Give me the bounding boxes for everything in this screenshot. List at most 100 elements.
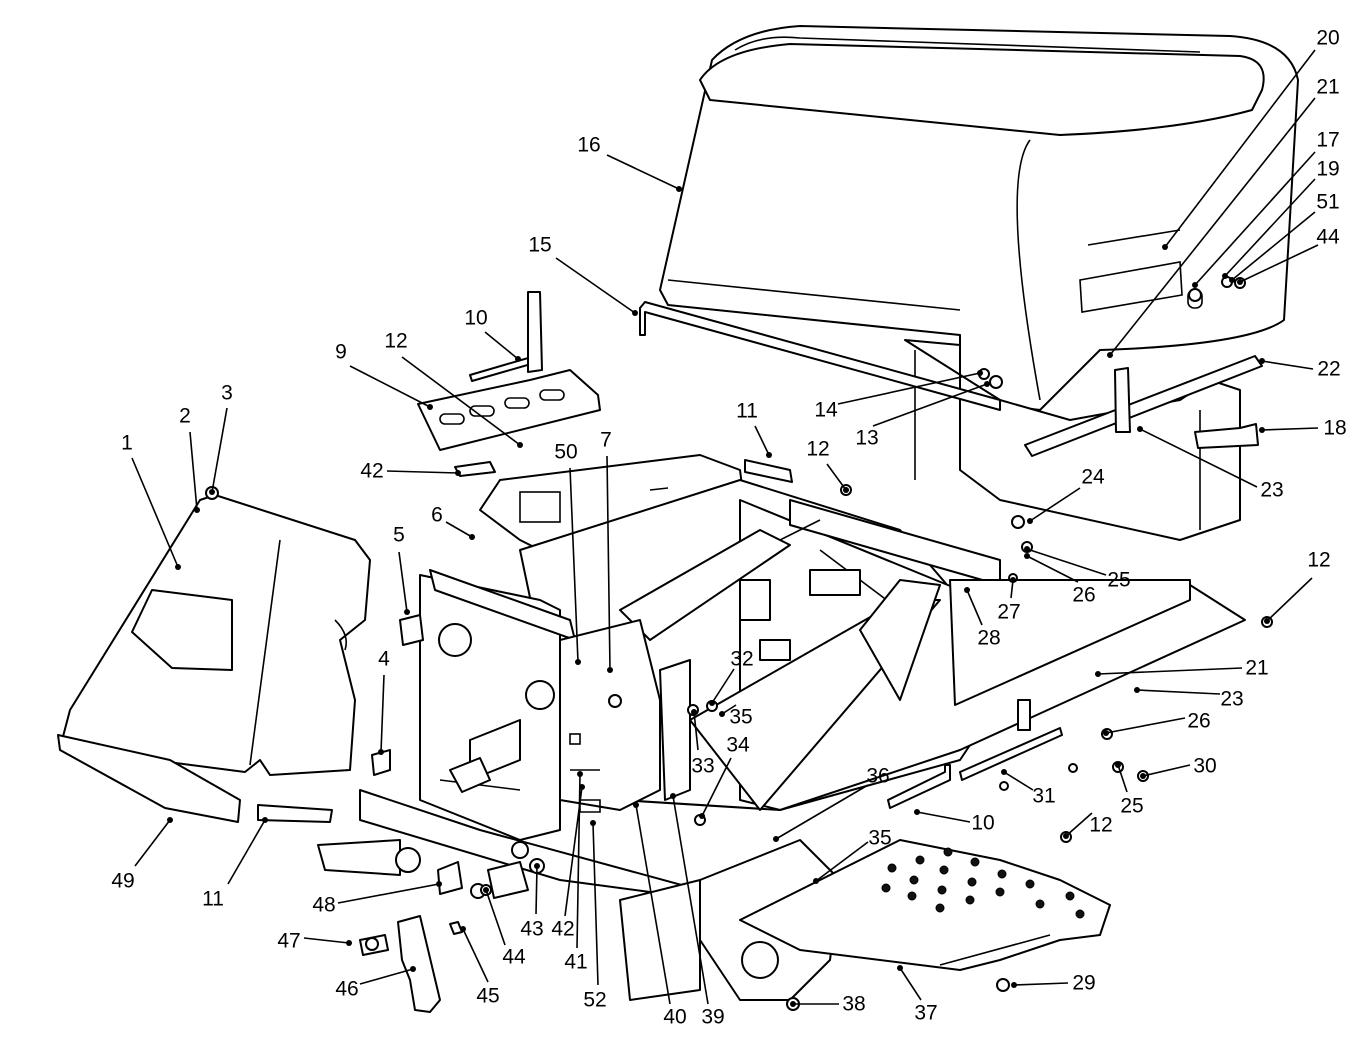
leader-line [1261,427,1319,431]
bracket-21-lower [1017,699,1031,731]
bushings [371,614,491,793]
leader-target-dot [914,809,920,815]
leader-line [485,889,506,946]
callout-13: 13 [855,427,878,450]
leader-line [535,865,538,915]
leader-line [966,589,983,626]
leader-target-dot [1192,282,1198,288]
leader-line [1261,360,1314,370]
callout-23-lower: 23 [1220,688,1243,711]
footrest-37 [739,839,1111,971]
callout-28: 28 [977,627,1000,650]
leader-line [592,822,599,986]
callout-47: 47 [277,930,300,953]
hardware-fastener [996,978,1010,992]
leader-line [916,811,971,823]
leader-line [337,883,440,904]
leader-line [826,463,847,491]
plate-9 [417,291,601,451]
leader-line [1105,717,1186,734]
leader-target-dot [346,940,352,946]
callout-35-upper: 35 [729,706,752,729]
leader-target-dot [1162,244,1168,250]
leader-line [672,795,709,1005]
leader-target-dot [590,820,596,826]
leader-line [189,431,198,511]
leader-line [606,154,680,190]
leader-target-dot [1237,279,1243,285]
callout-11-top: 11 [736,400,758,423]
callout-33: 33 [691,755,714,778]
leader-line [227,819,266,885]
trim-strip-11-left [257,804,333,823]
callout-22: 22 [1317,358,1340,381]
callout-18: 18 [1323,417,1346,440]
leader-line [401,356,521,446]
callout-3: 3 [221,382,233,405]
leader-target-dot [1115,762,1121,768]
leader-line [1117,764,1128,793]
callout-49: 49 [111,870,134,893]
callout-26-lower: 26 [1187,710,1210,733]
leader-target-dot [1140,773,1146,779]
leader-line [1224,178,1316,277]
leader-line [569,467,579,663]
leader-target-dot [262,817,268,823]
callout-26-upper: 26 [1072,584,1095,607]
callout-45: 45 [476,985,499,1008]
leader-target-dot [964,587,970,593]
bracket-23 [1114,367,1131,433]
leader-target-dot [483,887,489,893]
leader-target-dot [455,470,461,476]
rod-15 [639,301,1001,411]
pad-42 [454,461,496,477]
callout-31: 31 [1032,785,1055,808]
leader-line [899,967,922,1001]
leader-target-dot [670,793,676,799]
leader-target-dot [790,1001,796,1007]
callout-39: 39 [701,1006,724,1029]
leader-line [398,551,408,613]
leader-target-dot [209,489,215,495]
leader-target-dot [607,667,613,673]
callout-15: 15 [528,234,551,257]
leader-line [693,711,699,751]
leader-target-dot [1011,982,1017,988]
leader-line [445,521,473,538]
leader-line [701,757,732,817]
leader-target-dot [1063,833,1069,839]
leader-target-dot [1222,273,1228,279]
callout-5: 5 [393,524,405,547]
leader-target-dot [709,700,715,706]
leader-line [211,407,228,493]
leader-target-dot [1095,671,1101,677]
latch-18 [1194,423,1259,449]
leader-line [386,470,459,474]
leader-line [1026,555,1079,583]
callout-labels: 1 2 3 4 5 6 7 9 10 10 11 11 12 12 12 12 … [111,27,1346,1029]
front-cover-panel [59,494,371,776]
leader-target-dot [897,965,903,971]
callout-46: 46 [335,978,358,1001]
callout-10-top: 10 [464,307,487,330]
strip-10-right [887,764,951,809]
leader-line [635,804,671,1005]
leader-line [359,968,414,985]
leader-target-dot [1229,277,1235,283]
hardware-fastener [1188,288,1202,302]
bracket-31 [959,727,1063,781]
leader-target-dot [378,749,384,755]
leader-target-dot [436,881,442,887]
leader-target-dot [1134,687,1140,693]
callout-23-top: 23 [1260,479,1283,502]
callout-11-left: 11 [202,888,224,911]
leader-line [134,819,171,867]
leader-target-dot [517,442,523,448]
callout-51: 51 [1316,191,1339,214]
callout-52: 52 [583,989,606,1012]
leader-target-dot [194,507,200,513]
callout-37: 37 [914,1002,937,1025]
leader-line [815,841,869,882]
leader-target-dot [984,381,990,387]
